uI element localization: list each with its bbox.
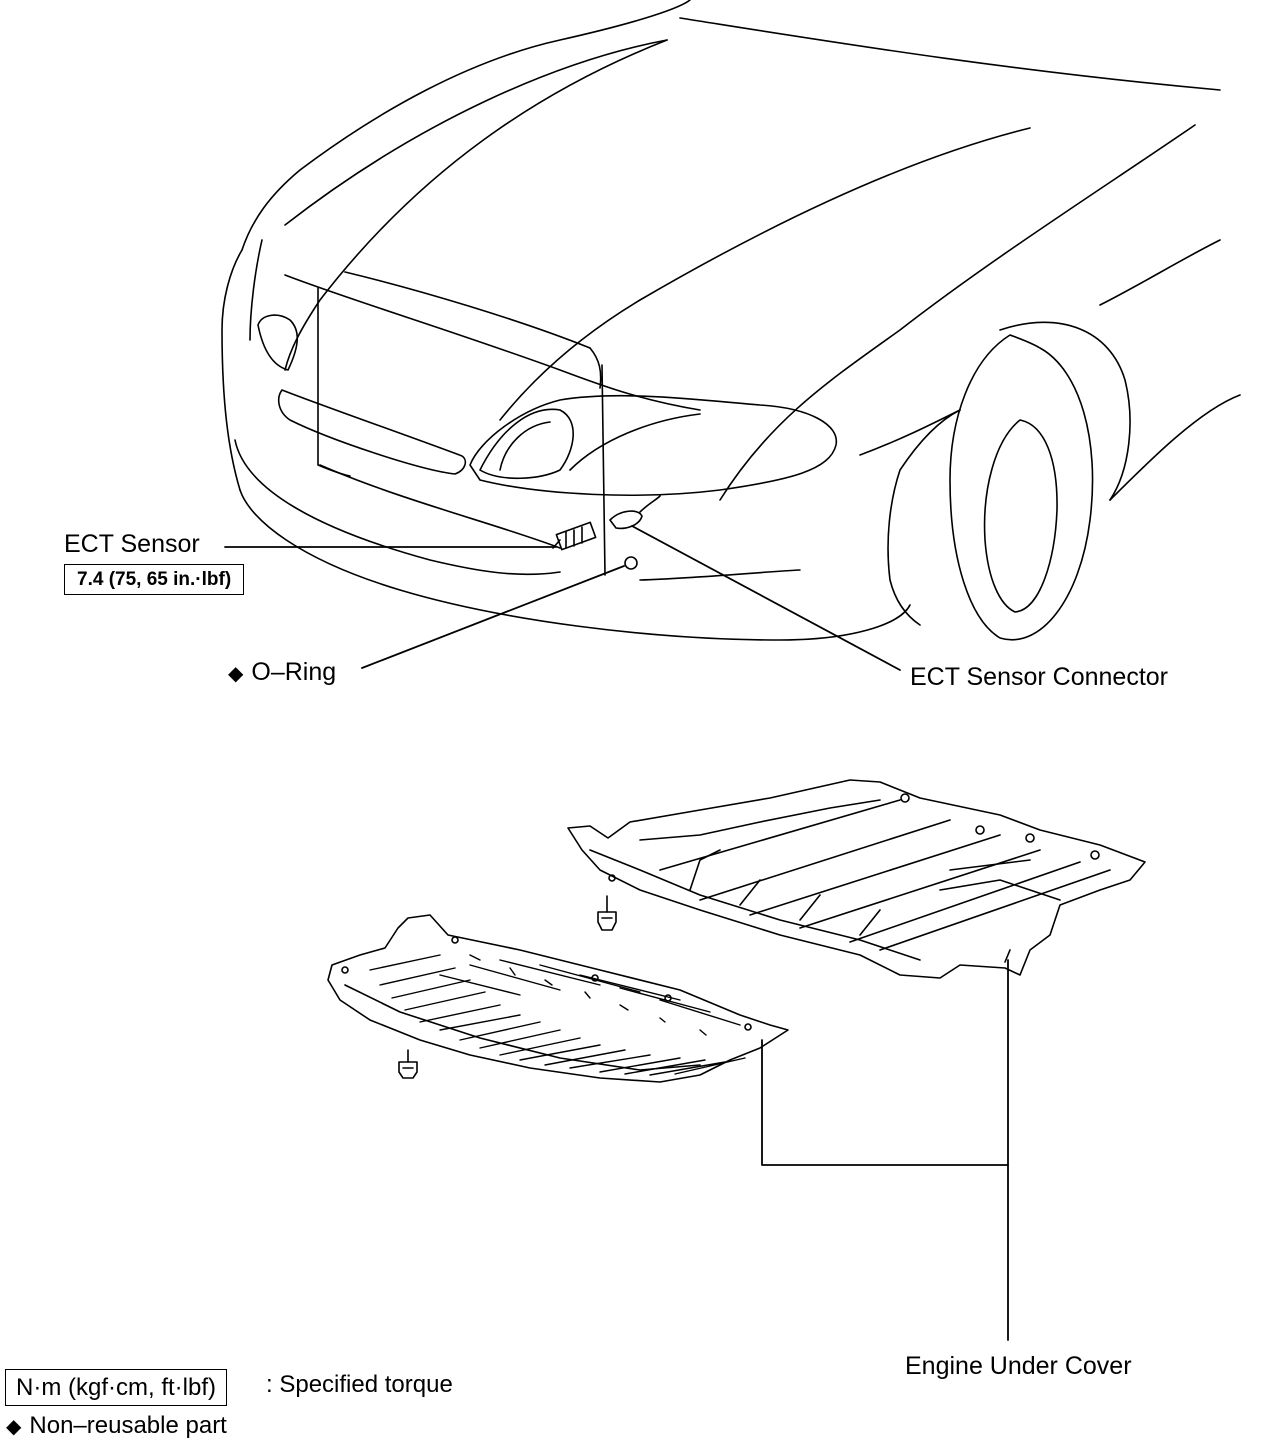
ect-sensor-label: ECT Sensor — [64, 530, 200, 558]
leader-lines — [224, 525, 1009, 1341]
legend-nonreusable-text: Non–reusable part — [29, 1412, 227, 1439]
legend-nonreusable: ◆ Non–reusable part — [6, 1414, 227, 1438]
under-cover-bracket-left — [761, 1039, 1009, 1166]
legend-torque-desc: : Specified torque — [266, 1371, 453, 1398]
o-ring-text: O–Ring — [251, 658, 337, 686]
engine-under-cover-label: Engine Under Cover — [905, 1352, 1132, 1380]
o-ring-leader — [361, 565, 625, 669]
legend-torque-unit-box: N·m (kgf·cm, ft·lbf) — [5, 1369, 227, 1406]
ect-sensor-connector-label: ECT Sensor Connector — [910, 663, 1168, 691]
o-ring-label: ◆ O–Ring — [228, 660, 336, 685]
engine-under-cover-rear — [567, 779, 1146, 979]
car-front-outline — [221, 0, 1241, 641]
ect-connector-leader — [631, 525, 901, 671]
engine-under-cover-front — [327, 914, 789, 1083]
ect-sensor-torque-box: 7.4 (75, 65 in.·lbf) — [64, 564, 245, 595]
non-reusable-diamond-icon: ◆ — [228, 663, 244, 685]
legend-diamond-icon: ◆ — [6, 1416, 22, 1438]
